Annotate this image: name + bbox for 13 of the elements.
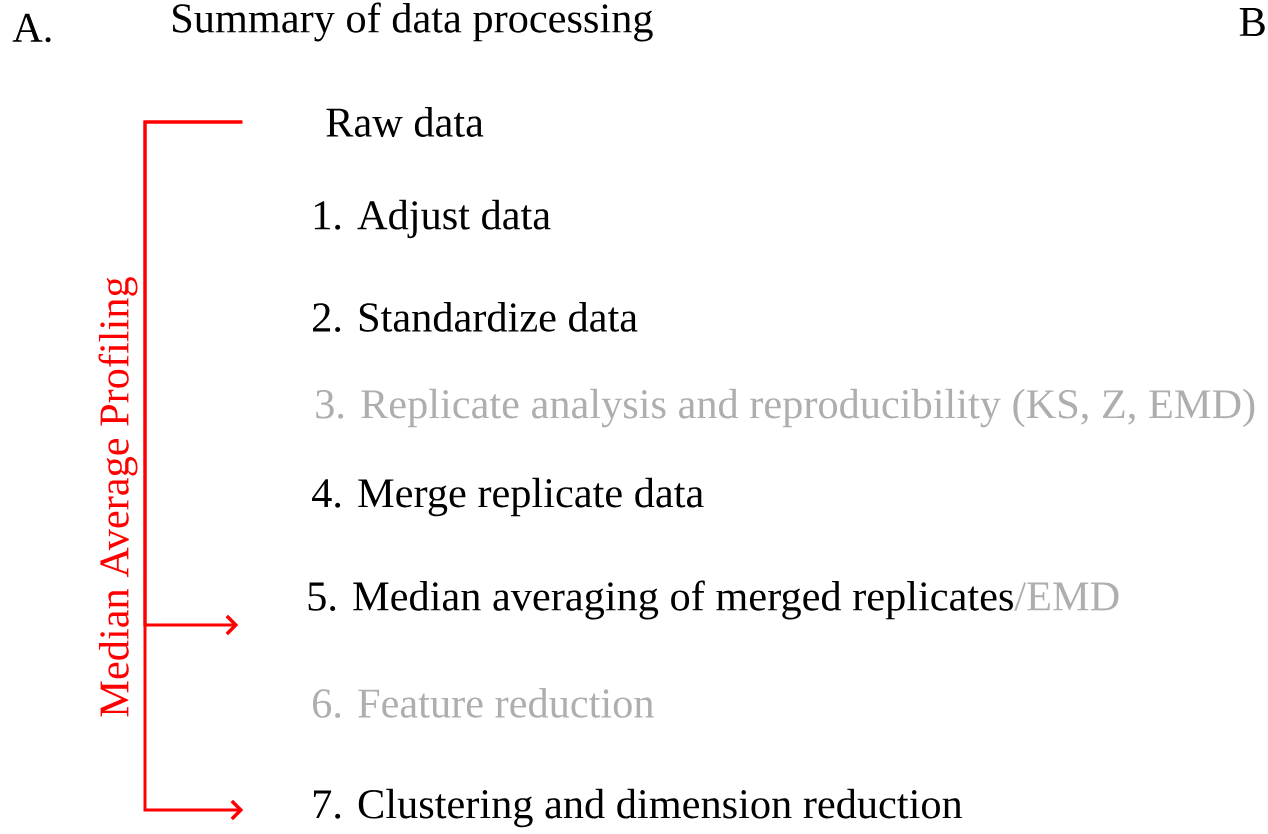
- step-text: 5. Median averaging of merged replicates/EMD: [308, 580, 1119, 620]
- bracket-arrow: [143, 120, 244, 821]
- bracket-label: Median Average Profiling: [98, 277, 138, 717]
- step-text: Raw data: [326, 107, 484, 137]
- heading: Summary of data processing: [173, 2, 653, 42]
- step-text: 6. Feature reduction: [313, 688, 654, 718]
- step-text: 7. Clustering and dimension reduction: [314, 788, 963, 828]
- panel-letter: B: [1239, 8, 1265, 36]
- step-text: 4. Merge replicate data: [312, 477, 704, 517]
- panel-letter: A.: [12, 13, 51, 43]
- step-text: 2. Standardize data: [313, 302, 638, 332]
- step-text: 1. Adjust data: [314, 199, 551, 239]
- step-text: 3. Replicate analysis and reproducibility (KS, Z, EMD): [316, 388, 1255, 428]
